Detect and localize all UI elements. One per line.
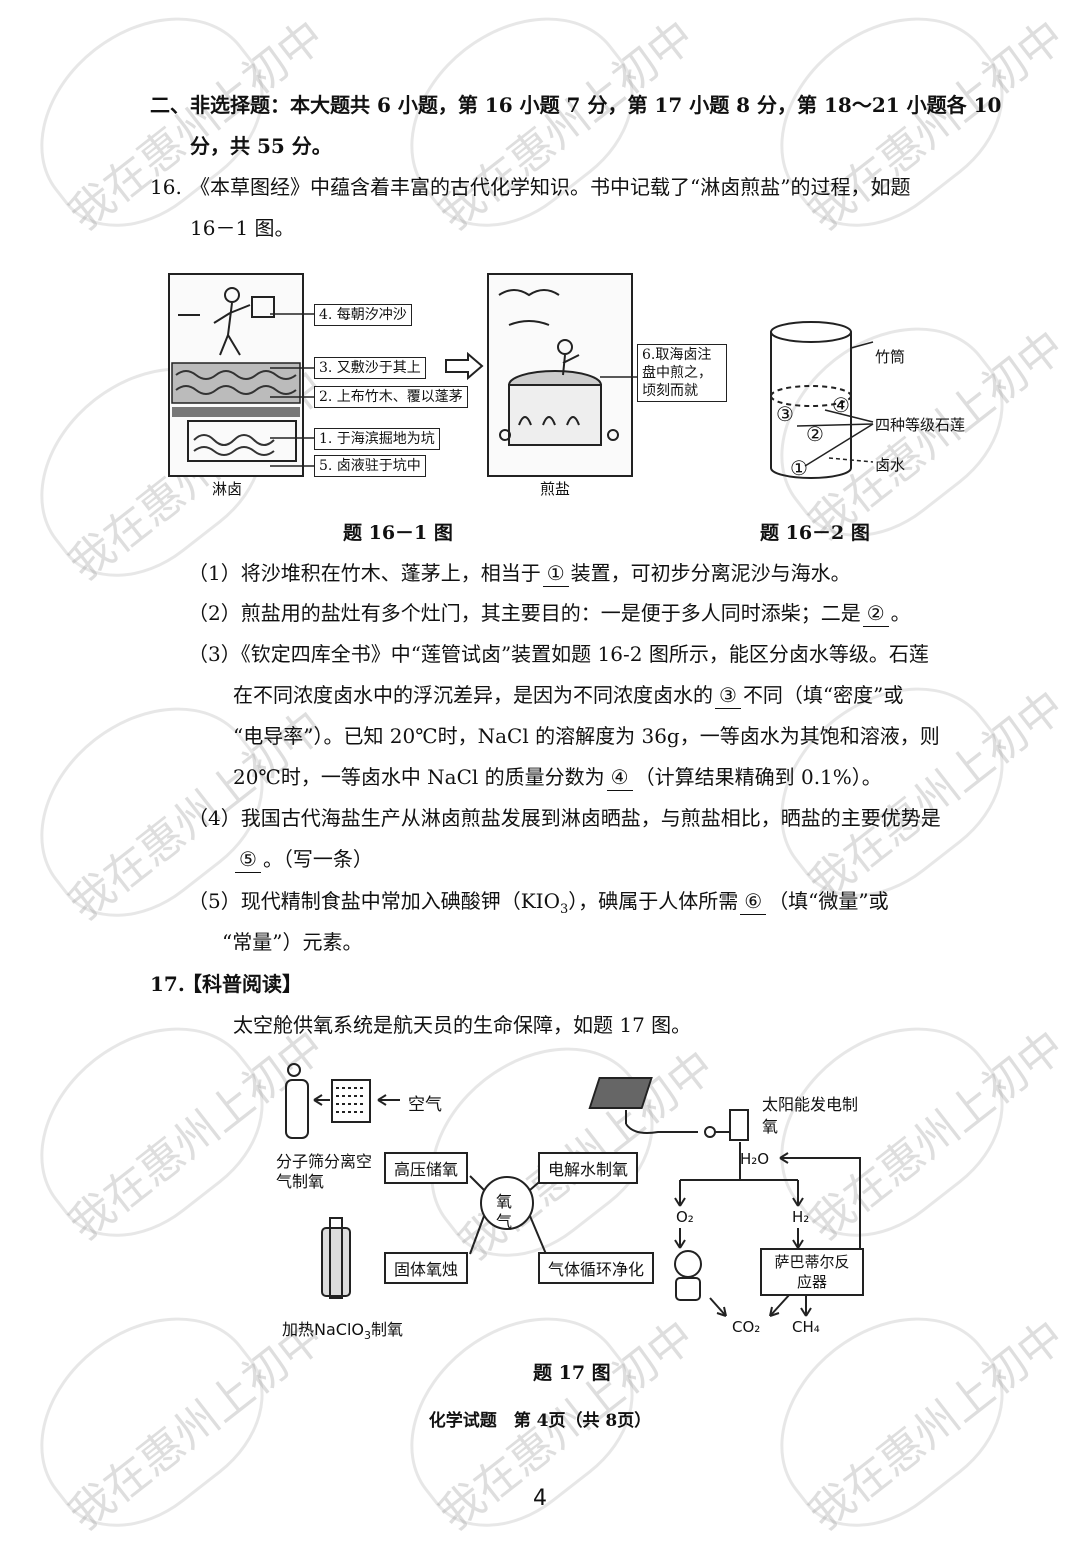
fig16-1-right-leader bbox=[600, 376, 640, 378]
fig16-2-label-brine: 卤水 bbox=[875, 456, 906, 474]
fig17-ch4: CH₄ bbox=[792, 1318, 820, 1336]
answer-blank-5[interactable]: ⑤ bbox=[235, 846, 261, 873]
answer-blank-6[interactable]: ⑥ bbox=[740, 888, 767, 915]
q16-sub1-text-end: 装置，可初步分离泥沙与海水。 bbox=[570, 561, 851, 585]
q16-stem-cont: 16－1 图。 bbox=[190, 216, 295, 240]
answer-blank-1[interactable]: ① bbox=[542, 560, 569, 587]
fig17-box-high-pressure: 高压储氧 bbox=[384, 1152, 469, 1184]
q16-sub4-text-end: 。（写一条） bbox=[262, 847, 373, 871]
fig17-center-oxygen: 氧气 bbox=[496, 1192, 513, 1231]
fig16-1-left-caption: 淋卤 bbox=[212, 480, 243, 498]
fig17-air: 空气 bbox=[408, 1095, 442, 1115]
watermark: 我在惠州上初中 bbox=[799, 10, 1074, 241]
q16-sub3-line1: （3）《钦定四库全书》中“莲管试卤”装置如题 16-2 图所示，能区分卤水等级。… bbox=[188, 642, 929, 666]
answer-blank-4[interactable]: ④ bbox=[606, 764, 633, 791]
fig17-diagram bbox=[285, 1063, 861, 1317]
fig16-1-caption: 题 16－1 图 bbox=[343, 522, 453, 544]
fig17-heat-text: 加热NaClO bbox=[282, 1320, 364, 1339]
fig16-2-caption: 题 16－2 图 bbox=[760, 522, 870, 544]
q16-sub5-subscript: 3 bbox=[559, 902, 569, 917]
q16-sub2-text-end: 。 bbox=[890, 601, 911, 625]
q17-number: 17. bbox=[150, 972, 185, 996]
fig16-1-right-panel bbox=[487, 273, 633, 477]
q16-sub3-text-2-end: （计算结果精确到 0.1%）。 bbox=[634, 765, 882, 789]
q16-sub3-text-end: 不同（填“密度”或 bbox=[742, 683, 904, 707]
q16-sub1-text: （1）将沙堆积在竹木、蓬茅上，相当于 bbox=[188, 561, 541, 585]
fig17-sieve: 分子筛分离空气制氧 bbox=[276, 1152, 373, 1191]
salt-boiling-illustration bbox=[498, 289, 619, 446]
q16-sub2-text: （2）煎盐用的盐灶有多个灶门，其主要目的：一是便于多人同时添柴；二是 bbox=[188, 601, 861, 625]
fig17-box-oxygen-candle: 固体氧烛 bbox=[384, 1252, 469, 1284]
fig16-1-label-4: 4. 每朝汐冲沙 bbox=[314, 304, 412, 326]
fig16-1-label-2: 2. 上布竹木、覆以蓬茅 bbox=[314, 386, 468, 408]
answer-blank-2[interactable]: ② bbox=[862, 600, 889, 627]
page-footer: 化学试题 第 4页（共 8页） bbox=[428, 1411, 652, 1431]
fig16-1-label-3: 3. 又敷沙于其上 bbox=[314, 357, 426, 379]
fig16-2-tube-diagram bbox=[770, 321, 874, 479]
fig17-heat-end: 制氧 bbox=[371, 1320, 404, 1339]
section-header: 二、非选择题：本大题共 6 小题，第 16 小题 7 分，第 17 小题 8 分… bbox=[150, 93, 1002, 117]
q16-stem: 《本草图经》中蕴含着丰富的古代化学知识。书中记载了“淋卤煎盐”的过程，如题 bbox=[190, 175, 911, 199]
fig17-sabatier-reactor: 萨巴蒂尔反应器 bbox=[760, 1248, 864, 1296]
fig16-2-num-2: ② bbox=[806, 422, 824, 446]
fig17-solar: 太阳能发电制氧 bbox=[762, 1095, 859, 1136]
fig17-caption: 题 17 图 bbox=[533, 1362, 611, 1384]
fig16-2-num-4: ④ bbox=[832, 393, 850, 417]
q16-sub5-text-end: （填“微量”或 bbox=[768, 889, 889, 913]
fig17-co2: CO₂ bbox=[732, 1318, 761, 1336]
fig16-2-label-stones: 四种等级石莲 bbox=[875, 416, 966, 434]
watermark-arc bbox=[370, 0, 666, 260]
fig17-heat: 加热NaClO3制氧 bbox=[282, 1316, 403, 1342]
q16-sub4-line1: （4）我国古代海盐生产从淋卤煎盐发展到淋卤晒盐，与煎盐相比，晒盐的主要优势是 bbox=[188, 806, 941, 830]
q16-sub3-text-2: 20℃时，一等卤水中 NaCl 的质量分数为 bbox=[233, 765, 605, 789]
q16-sub5-text-mid: ），碘属于人体所需 bbox=[568, 889, 739, 913]
q16-number: 16. bbox=[150, 175, 182, 199]
fig16-1-label-1: 1. 于海滨掘地为坑 bbox=[314, 428, 440, 450]
q16-sub3-text: 在不同浓度卤水中的浮沉差异，是因为不同浓度卤水的 bbox=[233, 683, 713, 707]
fig16-1-label-6: 6.取海卤注盘中煎之，顷刻而就 bbox=[637, 344, 727, 402]
fig16-2-num-1: ① bbox=[790, 456, 808, 480]
watermark: 我在惠州上初中 bbox=[429, 10, 704, 241]
fig16-1-leader-lines bbox=[270, 313, 314, 467]
fig16-1-left-panel bbox=[168, 273, 304, 477]
watermark-arc bbox=[740, 0, 1036, 260]
fig16-2-num-3: ③ bbox=[776, 402, 794, 426]
page-number: 4 bbox=[533, 1486, 547, 1511]
fig17-box-electrolysis: 电解水制氧 bbox=[538, 1152, 639, 1184]
fig16-1-arrow-icon bbox=[445, 352, 484, 380]
q17-title: 【科普阅读】 bbox=[182, 972, 302, 996]
fig17-box-gas-cycle: 气体循环净化 bbox=[538, 1252, 655, 1284]
q16-sub5-line2: “常量”）元素。 bbox=[222, 930, 363, 954]
q16-sub4-line2: ⑤。（写一条） bbox=[233, 846, 373, 873]
fig16-2-label-tube: 竹筒 bbox=[875, 348, 906, 366]
q16-sub5-text: （5）现代精制食盐中常加入碘酸钾（KIO bbox=[188, 889, 560, 913]
fig16-1-right-caption: 煎盐 bbox=[540, 480, 571, 498]
q16-sub3-line3: “电导率”）。已知 20℃时，NaCl 的溶解度为 36g，一等卤水为其饱和溶液… bbox=[233, 724, 940, 748]
fig17-heat-sub: 3 bbox=[364, 1329, 371, 1343]
answer-blank-3[interactable]: ③ bbox=[715, 682, 741, 709]
q17-stem: 太空舱供氧系统是航天员的生命保障，如题 17 图。 bbox=[233, 1013, 692, 1037]
section-header-cont: 分，共 55 分。 bbox=[190, 134, 332, 158]
fig17-h2o: H₂O bbox=[740, 1150, 770, 1168]
fig16-1-label-5: 5. 卤液驻于坑中 bbox=[314, 455, 426, 477]
fig17-o2: O₂ bbox=[676, 1208, 694, 1226]
fig17-h2: H₂ bbox=[792, 1208, 810, 1226]
watermark: 我在惠州上初中 bbox=[59, 10, 334, 241]
